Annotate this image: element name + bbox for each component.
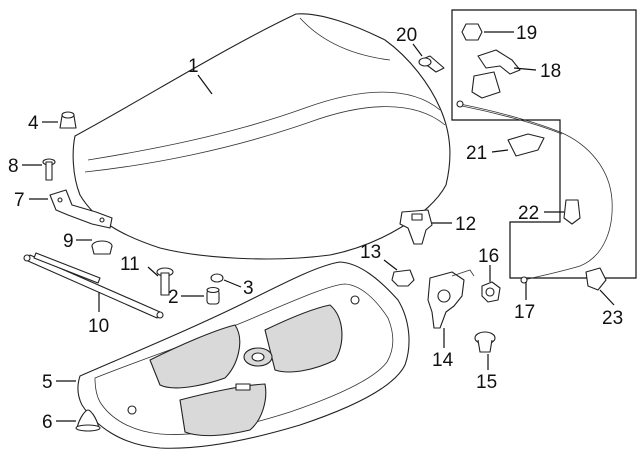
callout-18: 18 (540, 61, 561, 82)
grommet-part-15 (474, 331, 496, 353)
release-cable-box (451, 9, 637, 279)
callout-13: 13 (360, 242, 381, 263)
nut-part-16 (481, 281, 501, 303)
callout-5: 5 (42, 372, 53, 393)
retainer-part-4 (59, 111, 77, 129)
bolt-part-8 (42, 158, 56, 181)
hood-panel (72, 13, 451, 260)
hinge-part-7 (49, 189, 113, 229)
ring-part-3 (210, 273, 224, 283)
callout-1: 1 (188, 56, 199, 77)
handle-part-21 (507, 133, 545, 157)
nut-part-19 (461, 23, 483, 41)
hood-strut (23, 254, 164, 319)
hood-strut-upper-rod (33, 252, 101, 284)
callout-8: 8 (8, 156, 19, 177)
callout-9: 9 (63, 231, 74, 252)
callout-15: 15 (476, 372, 497, 393)
clip-part-6 (75, 409, 101, 432)
callout-10: 10 (88, 316, 109, 337)
leader-lines (22, 31, 615, 422)
callout-20: 20 (396, 25, 417, 46)
hood-inner-frame (77, 261, 410, 449)
bushing-part-2 (206, 286, 220, 305)
clip-part-23 (585, 267, 607, 291)
callout-21: 21 (466, 143, 487, 164)
callout-12: 12 (455, 214, 476, 235)
callout-16: 16 (478, 246, 499, 267)
callout-7: 7 (14, 190, 25, 211)
callout-4: 4 (28, 113, 39, 134)
grommet-part-13 (391, 269, 415, 287)
stud-part-11 (156, 267, 174, 296)
release-cable-part-17 (456, 100, 613, 284)
callout-14: 14 (432, 350, 454, 371)
clip-part-22 (563, 199, 581, 225)
callout-11: 11 (120, 254, 140, 275)
callout-23: 23 (602, 308, 623, 329)
callout-19: 19 (516, 23, 537, 44)
callout-3: 3 (243, 278, 254, 299)
bracket-part-18 (471, 49, 521, 99)
callout-22: 22 (518, 203, 539, 224)
latch-striker-part-12 (399, 209, 433, 245)
callout-17: 17 (514, 302, 535, 323)
callout-6: 6 (42, 412, 53, 433)
bumper-part-9 (91, 240, 113, 255)
hood-latch-part-14 (427, 269, 475, 329)
callout-2: 2 (168, 287, 179, 308)
bolt-part-20 (418, 55, 445, 73)
